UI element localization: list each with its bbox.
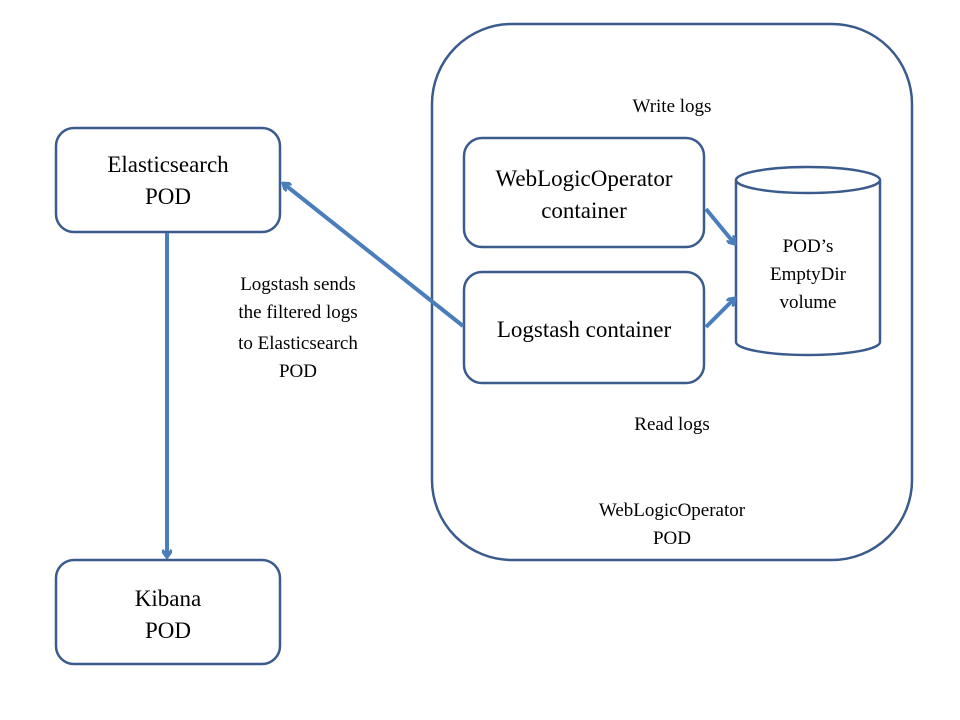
- kibana-label-line2: POD: [145, 618, 191, 643]
- volume-label-line3: volume: [780, 292, 837, 313]
- logstash-container: Logstash container: [462, 270, 706, 385]
- elasticsearch-pod: Elasticsearch POD: [54, 126, 282, 234]
- read-logs-label: Read logs: [634, 414, 709, 435]
- arrow-logstash-to-elasticsearch: [284, 184, 465, 328]
- weblogic-container-label-line1: WebLogicOperator: [496, 166, 673, 191]
- weblogic-pod-label-line2: POD: [653, 528, 691, 549]
- kibana-pod: Kibana POD: [54, 558, 282, 666]
- annotation-line4: POD: [279, 361, 317, 382]
- weblogic-operator-container: WebLogicOperator container: [462, 136, 706, 249]
- arrow-weblogic-to-volume: [704, 207, 734, 243]
- annotation-line3: to Elasticsearch: [238, 333, 358, 354]
- emptydir-volume-cylinder: POD’s EmptyDir volume: [734, 165, 882, 357]
- arrow-logstash-to-volume: [704, 299, 734, 329]
- volume-label-line1: POD’s: [783, 236, 834, 257]
- weblogic-container-label-line2: container: [541, 198, 627, 223]
- annotation-line2: the filtered logs: [238, 302, 357, 323]
- logstash-container-label: Logstash container: [497, 317, 672, 342]
- annotation-line1: Logstash sends: [240, 274, 356, 295]
- elasticsearch-label-line1: Elasticsearch: [107, 152, 229, 177]
- kibana-label-line1: Kibana: [135, 586, 201, 611]
- logstash-sends-annotation: Logstash sends the filtered logs to Elas…: [238, 274, 358, 382]
- volume-label-line2: EmptyDir: [770, 264, 847, 285]
- write-logs-label: Write logs: [633, 96, 712, 117]
- elasticsearch-label-line2: POD: [145, 184, 191, 209]
- weblogic-pod-label-line1: WebLogicOperator: [599, 500, 746, 521]
